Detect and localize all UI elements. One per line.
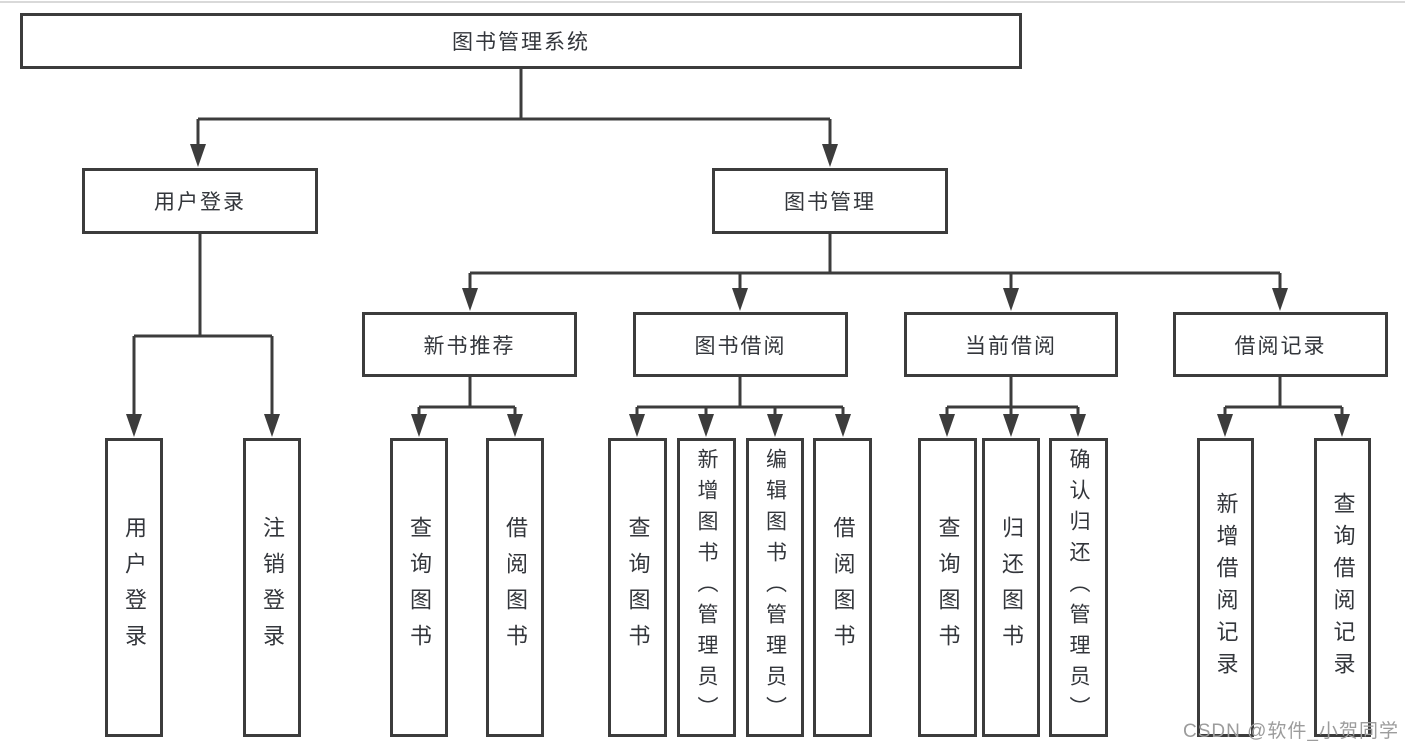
- arrowhead: [1217, 414, 1233, 437]
- arrowhead: [190, 144, 206, 167]
- leaf-label: 确认归还（管理员）: [1067, 448, 1090, 727]
- leaf-bb-edit-book: 编辑图书（管理员）: [746, 438, 804, 737]
- node-root: 图书管理系统: [20, 13, 1022, 69]
- arrowheads: [126, 144, 1350, 437]
- arrowhead: [126, 414, 142, 437]
- leaf-label: 编辑图书（管理员）: [763, 448, 787, 727]
- node-borrow-records: 借阅记录: [1173, 312, 1388, 377]
- leaf-bb-borrow-books: 借阅图书: [813, 438, 872, 737]
- leaf-label: 注销登录: [260, 515, 285, 660]
- watermark: CSDN @软件_小贺同学: [1183, 721, 1399, 742]
- leaf-label: 借阅图书: [503, 515, 528, 660]
- connector: [635, 376, 845, 418]
- leaf-cb-confirm-return: 确认归还（管理员）: [1049, 438, 1108, 737]
- leaf-label: 归还图书: [999, 515, 1024, 660]
- arrowhead: [264, 414, 280, 437]
- leaf-label: 借阅图书: [830, 515, 856, 660]
- connector: [945, 376, 1080, 418]
- leaf-bb-add-book: 新增图书（管理员）: [677, 438, 736, 737]
- leaf-br-add-record: 新增借阅记录: [1197, 438, 1254, 737]
- connector: [132, 234, 274, 418]
- leaf-bb-query-books: 查询图书: [608, 438, 667, 737]
- node-book-mgmt: 图书管理: [712, 168, 948, 234]
- arrowhead: [767, 414, 783, 437]
- leaf-cb-query-books: 查询图书: [918, 438, 977, 737]
- arrowhead: [822, 144, 838, 167]
- arrowhead: [1334, 414, 1350, 437]
- arrowhead: [732, 288, 748, 311]
- leaf-cb-return-books: 归还图书: [982, 438, 1040, 737]
- leaf-label: 新增图书（管理员）: [695, 448, 718, 727]
- leaf-nb-borrow-books: 借阅图书: [486, 438, 544, 737]
- arrowhead: [411, 414, 427, 437]
- connector: [1223, 376, 1344, 418]
- arrowhead: [939, 414, 955, 437]
- arrowhead: [1003, 288, 1019, 311]
- leaf-label: 查询借阅记录: [1330, 491, 1356, 684]
- node-user-login: 用户登录: [82, 168, 318, 234]
- connector: [196, 68, 832, 147]
- node-new-books: 新书推荐: [362, 312, 577, 377]
- arrowhead: [698, 414, 714, 437]
- top-edge-line: [0, 1, 1405, 3]
- connector: [417, 376, 517, 418]
- leaf-label: 用户登录: [122, 515, 147, 660]
- leaf-label: 查询图书: [625, 515, 651, 660]
- arrowhead: [835, 414, 851, 437]
- arrowhead: [462, 288, 478, 311]
- node-book-borrow: 图书借阅: [633, 312, 848, 377]
- connector: [468, 234, 1282, 291]
- leaf-label: 新增借阅记录: [1213, 491, 1239, 684]
- leaf-br-query-record: 查询借阅记录: [1314, 438, 1371, 737]
- leaf-nb-query-books: 查询图书: [390, 438, 448, 737]
- leaf-label: 查询图书: [935, 515, 961, 660]
- arrowhead: [1003, 414, 1019, 437]
- arrowhead: [1272, 288, 1288, 311]
- node-current-borrow: 当前借阅: [904, 312, 1118, 377]
- leaf-logout: 注销登录: [243, 438, 301, 737]
- arrowhead: [507, 414, 523, 437]
- arrowhead: [629, 414, 645, 437]
- arrowhead: [1070, 414, 1086, 437]
- leaf-label: 查询图书: [407, 515, 432, 660]
- leaf-user-login: 用户登录: [105, 438, 163, 737]
